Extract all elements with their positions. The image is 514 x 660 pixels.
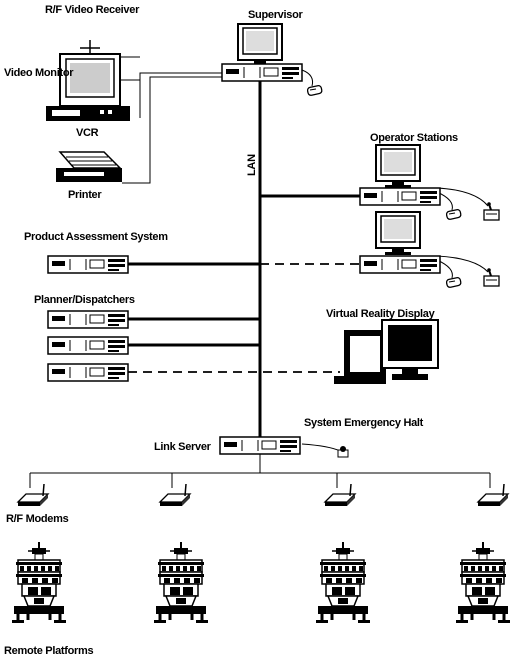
link-video-equipment bbox=[139, 72, 222, 118]
label-remote-platforms: Remote Platforms bbox=[4, 645, 94, 657]
rf-modem-icon bbox=[324, 483, 356, 507]
label-operator-stations: Operator Stations bbox=[370, 132, 458, 144]
label-system-emergency-halt: System Emergency Halt bbox=[304, 417, 424, 429]
label-rf-video-receiver-text: R/F Video Receiver bbox=[45, 4, 140, 16]
remote-platform-icon bbox=[454, 540, 512, 625]
monitor-icon bbox=[375, 211, 421, 256]
label-planner-dispatchers: Planner/Dispatchers bbox=[34, 294, 135, 306]
mouse-icon bbox=[445, 208, 463, 221]
virtual-reality-display bbox=[334, 319, 439, 384]
label-rf-video-receiver: R/F Video Receiver bbox=[45, 4, 140, 16]
computer-unit-icon bbox=[359, 187, 441, 206]
label-supervisor: Supervisor bbox=[248, 9, 303, 21]
emergency-halt-button-icon bbox=[337, 446, 349, 458]
link-server-computer-icon bbox=[219, 436, 301, 455]
label-rf-modems: R/F Modems bbox=[6, 513, 69, 525]
joystick-icon bbox=[483, 201, 500, 221]
planner-dispatcher-computer-2-icon bbox=[47, 336, 129, 355]
planner-dispatcher-computer-3-icon bbox=[47, 363, 129, 382]
video-monitor-station bbox=[59, 40, 121, 107]
printer-icon bbox=[56, 151, 122, 182]
mouse-icon bbox=[445, 276, 463, 289]
planner-dispatcher-computer-1-icon bbox=[47, 310, 129, 329]
remote-platform-icon bbox=[152, 540, 210, 625]
label-video-monitor: Video Monitor bbox=[4, 67, 74, 79]
label-printer: Printer bbox=[68, 189, 102, 201]
product-assessment-computer-icon bbox=[47, 255, 129, 274]
label-product-assessment-system: Product Assessment System bbox=[24, 231, 168, 243]
label-link-server: Link Server bbox=[154, 441, 212, 453]
label-vcr: VCR bbox=[76, 127, 99, 139]
rf-modem-icon bbox=[17, 483, 49, 507]
remote-platform-icon bbox=[314, 540, 372, 625]
computer-unit-icon bbox=[221, 63, 303, 82]
operator-station-1 bbox=[359, 144, 500, 221]
rf-modem-icon bbox=[159, 483, 191, 507]
remote-platform-icon bbox=[10, 540, 68, 625]
computer-unit-icon bbox=[359, 255, 441, 274]
monitor-icon bbox=[237, 23, 283, 68]
vcr-icon bbox=[46, 106, 130, 121]
rf-modem-icon bbox=[477, 483, 509, 507]
mouse-icon bbox=[306, 84, 324, 97]
label-lan: LAN bbox=[246, 154, 258, 176]
label-virtual-reality-display: Virtual Reality Display bbox=[326, 308, 436, 320]
monitor-icon bbox=[375, 144, 421, 189]
supervisor-workstation bbox=[221, 23, 324, 97]
operator-station-2 bbox=[359, 211, 500, 289]
link-printer bbox=[122, 76, 222, 184]
